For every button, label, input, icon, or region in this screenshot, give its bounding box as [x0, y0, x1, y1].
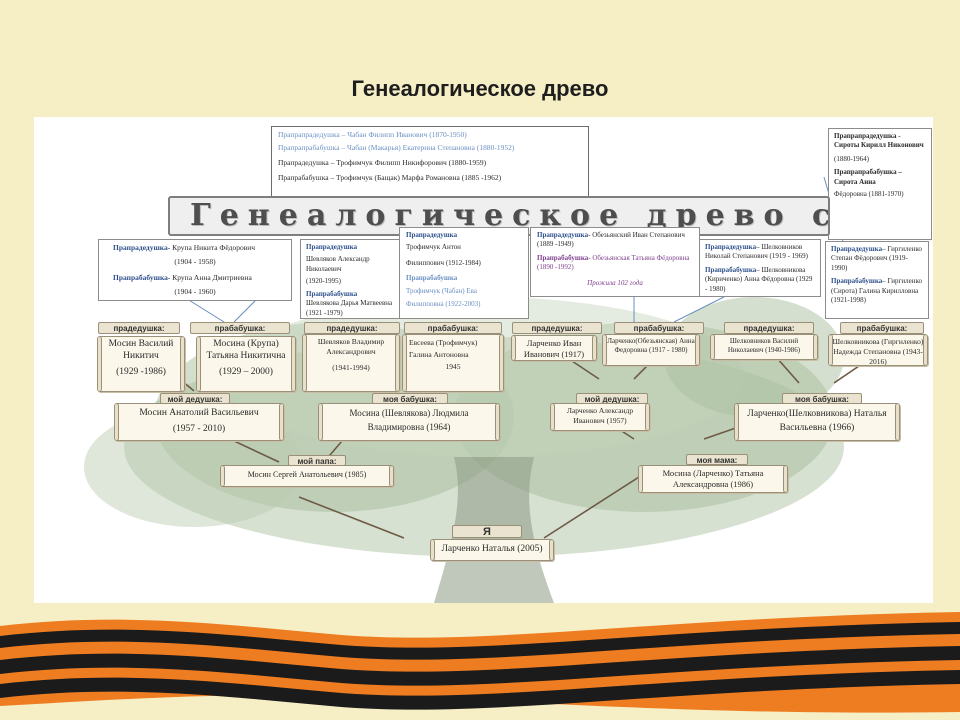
ancestor-text: Трофимчук (Чабан) Ева	[406, 286, 477, 295]
ancestor-box-shevlyakov: Прапрадедушка Шевляков Александр Николае…	[300, 239, 400, 319]
person-card: Мосин Василий Никитич (1929 -1986)	[97, 336, 185, 392]
ancestor-line: Прапрапрадедушка – Чабан Филипп Иванович…	[278, 130, 467, 139]
ancestor-label: Прапрабабушка	[306, 289, 358, 298]
ancestor-text: Филиппович (1912-1984)	[406, 258, 481, 267]
ribbon-stripes	[0, 612, 960, 713]
person-card: Ларченко(Обезьянская) Анна Федоровна (19…	[602, 334, 700, 366]
father-card: Мосин Сергей Анатольевич (1985)	[220, 465, 394, 487]
person-card: Мосина (Крупа) Татьяна Никитична (1929 –…	[196, 336, 296, 392]
person-card: Шелковникова (Гиргиленко) Надежда Степан…	[828, 334, 928, 366]
ancestor-label: Прапрадедушка	[406, 231, 458, 239]
person-years: (1929 -1986)	[116, 366, 166, 377]
ancestor-text: (1920-1995)	[306, 277, 341, 286]
tag-pradedushka: прадедушка:	[304, 322, 400, 334]
ancestor-text: – Шелковников Николай Степанович (1919 -…	[705, 243, 809, 261]
person-name: Мосина (Шевлякова) Людмила Владимировна …	[349, 408, 469, 432]
ancestor-text: - Крупа Никита Фёдорович	[167, 243, 256, 252]
ancestor-label: Прапрадедушка	[831, 245, 883, 253]
tag-pradedushka: прадедушка:	[512, 322, 602, 334]
tag-prababushka: прабабушка:	[840, 322, 924, 334]
ancestor-text: – Шелковникова (Кириченко) Анна Фёдоровн…	[705, 265, 813, 293]
ancestor-label: Прапрадедушка	[537, 231, 589, 239]
ancestor-label: Прапрабабушка	[831, 277, 883, 286]
family-tree-image: Прапрапрадедушка – Чабан Филипп Иванович…	[34, 117, 933, 603]
person-name: Мосин Анатолий Васильевич	[139, 408, 259, 418]
ancestor-box-obezyanskiy: Прапрадедушка- Обезьянский Иван Степанов…	[530, 227, 700, 297]
ancestor-line: Прапрабабушка – Трофимчук (Бащак) Марфа …	[278, 173, 502, 183]
person-name: Мосина (Ларченко) Татьяна Александровна …	[662, 468, 764, 490]
person-card: Мосина (Шевлякова) Людмила Владимировна …	[318, 403, 500, 441]
ancestor-box-girgilenko: Прапрадедушка– Гиргиленко Степан Фёдоров…	[825, 241, 929, 319]
ancestor-label: Прапрабабушка	[537, 253, 589, 262]
great-great-grandparents-box: Прапрапрадедушка – Чабан Филипп Иванович…	[271, 126, 589, 197]
person-name: Шелковникова (Гиргиленко) Надежда Степан…	[832, 337, 924, 366]
person-card: Евсеева (Трофимчук) Галина Антоновна 194…	[402, 334, 504, 392]
person-years: (1929 – 2000)	[219, 366, 273, 377]
self-card: Ларченко Наталья (2005)	[430, 539, 554, 561]
ancestor-line: Прапрадедушка – Трофимчук Филипп Никифор…	[278, 158, 487, 168]
ancestor-text: - Обезьянская Татьяна Фёдоровна (1890 -1…	[537, 253, 690, 272]
person-name: Мосин Василий Никитич	[108, 339, 174, 361]
tag-prababushka: прабабушка:	[614, 322, 704, 334]
ancestor-box-trofimchuk: Прапрадедушка Трофимчук Антон Филиппович…	[399, 227, 529, 319]
great-great-grandparents-right-box: Прапрапрадедушка - Сироты Кирилл Никонов…	[828, 128, 932, 240]
ancestor-text: Трофимчук Антон	[406, 243, 461, 252]
person-name: Ларченко Наталья (2005)	[441, 544, 543, 554]
ancestor-label: Прапрабабушка	[705, 265, 757, 274]
ancestor-text: Филипповна (1922-2003)	[406, 300, 481, 309]
ancestor-text: – Гиргиленко Степан Фёдорович (1919-1990…	[831, 245, 922, 272]
person-card: Ларченко Иван Иванович (1917)	[511, 335, 597, 361]
tag-pradedushka: прадедушка:	[98, 322, 180, 334]
ancestor-note: Прожила 102 года	[587, 278, 643, 287]
tag-moya-mama: моя мама:	[686, 454, 748, 465]
person-name: Ларченко Иван Иванович (1917)	[523, 338, 585, 359]
ancestor-box-shelkovnikov: Прапрадедушка– Шелковников Николай Степа…	[699, 239, 821, 297]
person-years: (1941-1994)	[332, 363, 370, 373]
person-card: Шелковников Василий Николаевич (1940-198…	[710, 334, 818, 360]
tag-prababushka: прабабушка:	[190, 322, 290, 334]
mother-card: Мосина (Ларченко) Татьяна Александровна …	[638, 465, 788, 493]
person-card: Шевляков Владимир Александрович (1941-19…	[302, 334, 400, 392]
ancestor-label: Прапрадедушка	[113, 243, 168, 252]
ancestor-line: Прапрапрабабушка – Чабан (Макарья) Екате…	[278, 143, 515, 153]
ancestor-text: Шевлякова Дарья Матвеевна (1921 -1979)	[306, 299, 393, 317]
person-name: Евсеева (Трофимчук) Галина Антоновна	[409, 338, 478, 359]
tag-pradedushka: прадедушка:	[724, 322, 814, 334]
person-name: Ларченко(Обезьянская) Анна Федоровна (19…	[607, 337, 695, 355]
ancestor-line: Прапрапрадедушка - Сироты Кирилл Никонов…	[834, 132, 924, 150]
ancestor-line: (1880-1964)	[834, 154, 869, 163]
ancestor-line: Фёдоровна (1881-1970)	[834, 190, 904, 199]
person-name: Мосин Сергей Анатольевич (1985)	[247, 470, 367, 479]
ancestor-text: - Обезьянский Иван Степанович (1889 -194…	[537, 231, 685, 249]
ancestor-text: Шевляков Александр Николаевич	[306, 255, 370, 273]
ancestor-label: Прапрадедушка	[705, 243, 757, 251]
tag-prababushka: прабабушка:	[404, 322, 502, 334]
person-years: 1945	[445, 362, 461, 371]
ancestor-text: - Крупа Анна Дмитриевна	[167, 273, 252, 283]
person-card: Мосин Анатолий Васильевич (1957 - 2010)	[114, 403, 284, 441]
ancestor-text: (1904 - 1958)	[174, 257, 216, 267]
ancestor-box-krupa: Прапрадедушка- Крупа Никита Фёдорович (1…	[98, 239, 292, 301]
ancestor-label: Прапрабабушка	[406, 274, 458, 283]
ancestor-line: Прапрапрабабушка – Сирота Анна	[834, 168, 902, 186]
ancestor-label: Прапрабабушка	[113, 273, 168, 283]
person-name: Ларченко Александр Иванович (1957)	[566, 406, 634, 425]
person-name: Шевляков Владимир Александрович	[317, 337, 385, 357]
tag-ya: Я	[452, 525, 522, 538]
person-name: Ларченко(Шелковникова) Наталья Васильевн…	[747, 409, 887, 434]
person-card: Ларченко Александр Иванович (1957)	[550, 403, 650, 431]
person-name: Шелковников Василий Николаевич (1940-198…	[727, 337, 801, 355]
person-card: Ларченко(Шелковникова) Наталья Васильевн…	[734, 403, 900, 441]
person-years: (1957 - 2010)	[172, 424, 226, 435]
st-george-ribbon	[0, 612, 960, 713]
slide-title: Генеалогическое древо	[351, 76, 609, 101]
ancestor-label: Прапрадедушка	[306, 243, 358, 251]
ancestor-text: – Гиргиленко (Сирота) Галина Кирилловна …	[831, 277, 923, 305]
ancestor-text: (1904 - 1960)	[174, 287, 216, 297]
person-name: Мосина (Крупа) Татьяна Никитична	[206, 339, 286, 361]
